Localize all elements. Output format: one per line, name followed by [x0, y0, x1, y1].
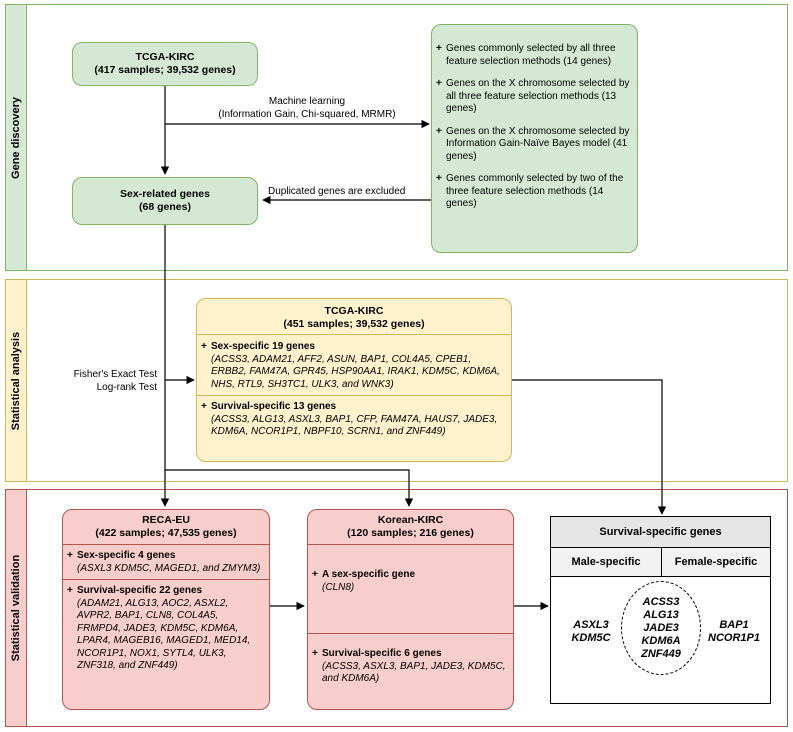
male-gene: KDM5C — [571, 632, 611, 644]
shared-gene: ACSS3 — [642, 596, 680, 608]
plus-icon: + — [436, 125, 442, 137]
selection-item: + Genes commonly selected by all three f… — [436, 43, 631, 68]
selection-item-text: Genes commonly selected by all three fea… — [446, 43, 616, 67]
tests-label: Fisher's Exact Test Log-rank Test — [55, 369, 157, 394]
tcga-analysis-box: TCGA-KIRC (451 samples; 39,532 genes) +S… — [196, 298, 512, 462]
ml-label: Machine learning (Information Gain, Chi-… — [192, 96, 422, 121]
tcga-survival-genes: (ACSS3, ALG13, ASXL3, BAP1, CFP, FAM47A,… — [211, 413, 498, 438]
female-genes: BAP1 NCOR1P1 — [699, 619, 769, 645]
korean-divider2 — [308, 633, 513, 634]
korean-survival-block: +Survival-specific 6 genes (ACSS3, ASXL3… — [308, 634, 513, 686]
korean-survival-heading: +Survival-specific 6 genes — [312, 648, 442, 659]
shared-gene: JADE3 — [643, 622, 679, 634]
tests-label-line2: Log-rank Test — [96, 381, 157, 393]
selection-box: + Genes commonly selected by all three f… — [431, 24, 638, 253]
dup-label: Duplicated genes are excluded — [268, 186, 406, 197]
korean-branch-arrow — [165, 469, 414, 507]
reca-sex-heading: +Sex-specific 4 genes — [67, 550, 176, 561]
korean-sex-heading: +A sex-specific gene — [312, 569, 416, 580]
sex-related-box: Sex-related genes (68 genes) — [72, 177, 258, 225]
tcga-survival-block: +Survival-specific 13 genes (ACSS3, ALG1… — [197, 396, 511, 439]
tests-label-line1: Fisher's Exact Test — [73, 369, 157, 380]
reca-divider — [63, 544, 269, 545]
korean-header: Korean-KIRC (120 samples; 216 genes) — [308, 510, 513, 544]
survival-table-header-row: Male-specific Female-specific — [551, 548, 770, 577]
tcga-kirc-top-box: TCGA-KIRC (417 samples; 39,532 genes) — [72, 42, 258, 86]
selection-item-text: Genes commonly selected by two of the th… — [446, 173, 624, 209]
ml-label-line2: (Information Gain, Chi-squared, MRMR) — [218, 108, 396, 120]
survival-table-title: Survival-specific genes — [551, 517, 770, 548]
sex-related-title: Sex-related genes — [120, 188, 210, 200]
reca-divider2 — [63, 579, 269, 580]
reca-survival-genes: (ADAM21, ALG13, AOC2, ASXL2, AVPR2, BAP1… — [77, 597, 251, 672]
female-gene: NCOR1P1 — [708, 632, 760, 644]
sex-related-subtitle: (68 genes) — [139, 201, 191, 213]
korean-sex-genes: (CLN8) — [322, 581, 355, 593]
gene-discovery-stripe: Gene discovery — [5, 4, 27, 271]
reca-sex-block: +Sex-specific 4 genes (ASXL3 KDM5C, MAGE… — [63, 545, 269, 579]
tcga-analysis-divider — [197, 334, 511, 335]
plus-icon: + — [436, 43, 442, 54]
female-header: Female-specific — [674, 556, 758, 568]
shared-gene: ZNF449 — [641, 648, 681, 660]
statistical-analysis-stripe: Statistical analysis — [5, 279, 27, 482]
korean-survival-genes: (ACSS3, ASXL3, BAP1, JADE3, KDM5C, and K… — [322, 660, 506, 685]
reca-sex-genes: (ASXL3 KDM5C, MAGED1, and ZMYM3) — [77, 562, 261, 574]
reca-survival-block: +Survival-specific 22 genes (ADAM21, ALG… — [63, 580, 269, 673]
korean-sex-block: +A sex-specific gene (CLN8) — [308, 545, 513, 633]
survival-table-body: ASXL3 KDM5C ACSS3 ALG13 JADE3 KDM6A ZNF4… — [551, 577, 770, 705]
shared-gene: ALG13 — [643, 609, 679, 621]
korean-title: Korean-KIRC — [377, 514, 444, 526]
selection-item: + Genes commonly selected by two of the … — [436, 173, 631, 211]
tcga-sex-genes: (ACSS3, ADAM21, AFF2, ASUN, BAP1, COL4A5… — [211, 353, 500, 390]
tcga-to-table-arrow — [512, 379, 667, 515]
selection-item: + Genes on the X chromosome selected by … — [436, 78, 631, 116]
korean-divider — [308, 544, 513, 545]
korean-subtitle: (120 samples; 216 genes) — [347, 527, 474, 539]
tcga-analysis-header: TCGA-KIRC (451 samples; 39,532 genes) — [197, 299, 511, 332]
reca-eu-header: RECA-EU (422 samples; 47,535 genes) — [63, 510, 269, 544]
tcga-analysis-subtitle: (451 samples; 39,532 genes) — [283, 318, 425, 330]
survival-table: Survival-specific genes Male-specific Fe… — [550, 516, 771, 704]
male-header: Male-specific — [551, 548, 662, 576]
tcga-analysis-divider2 — [197, 395, 511, 396]
reca-survival-heading: +Survival-specific 22 genes — [67, 585, 203, 596]
korean-kirc-box: Korean-KIRC (120 samples; 216 genes) +A … — [307, 509, 514, 710]
selection-item: + Genes on the X chromosome selected by … — [436, 126, 631, 164]
shared-gene: KDM6A — [641, 635, 681, 647]
selection-item-text: Genes on the X chromosome selected by al… — [446, 78, 630, 114]
tcga-sex-block: +Sex-specific 19 genes (ACSS3, ADAM21, A… — [197, 335, 511, 395]
tcga-survival-heading: +Survival-specific 13 genes — [201, 401, 337, 412]
reca-eu-title: RECA-EU — [142, 514, 190, 526]
plus-icon: + — [436, 78, 442, 89]
male-gene: ASXL3 — [573, 619, 609, 631]
reca-eu-box: RECA-EU (422 samples; 47,535 genes) +Sex… — [62, 509, 270, 710]
plus-icon: + — [436, 173, 442, 184]
male-genes: ASXL3 KDM5C — [559, 619, 623, 645]
shared-genes-circle: ACSS3 ALG13 JADE3 KDM6A ZNF449 — [621, 581, 701, 675]
statistical-validation-stripe: Statistical validation — [5, 489, 27, 727]
reca-eu-subtitle: (422 samples; 47,535 genes) — [95, 527, 237, 539]
tcga-sex-heading: +Sex-specific 19 genes — [201, 341, 315, 352]
tcga-top-subtitle: (417 samples; 39,532 genes) — [94, 64, 236, 76]
ml-label-line1: Machine learning — [268, 96, 346, 107]
tcga-top-title: TCGA-KIRC — [135, 51, 195, 63]
female-gene: BAP1 — [719, 619, 749, 631]
tcga-analysis-title: TCGA-KIRC — [324, 305, 384, 317]
selection-item-text: Genes on the X chromosome selected by In… — [446, 125, 630, 162]
